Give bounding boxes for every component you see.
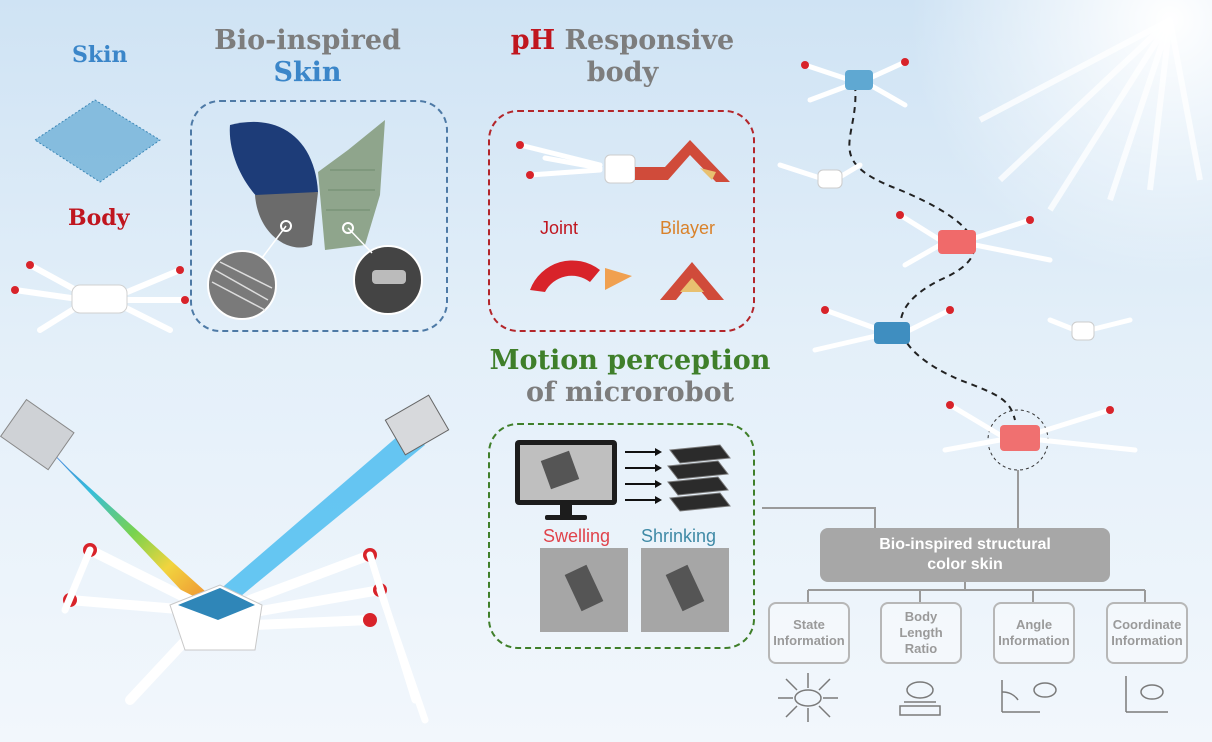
angle-icon xyxy=(1001,680,1057,713)
bilayer-label: Bilayer xyxy=(660,218,716,238)
bio-skin-title-line2: Skin xyxy=(273,57,342,88)
body-label: Body xyxy=(68,205,130,231)
info-item-line2: Information xyxy=(1111,633,1183,648)
info-item-line3: Ratio xyxy=(904,641,938,656)
swelling-label: Swelling xyxy=(543,526,611,546)
ph-title-rest: Responsive xyxy=(555,25,735,56)
motion-title-line1: Motion perception xyxy=(489,345,771,376)
info-item-line1: Body xyxy=(904,609,938,624)
state-arrows-icon xyxy=(778,673,838,722)
info-item-line2: Information xyxy=(998,633,1070,648)
info-tree-root: Bio-inspired structural color skin xyxy=(820,528,1110,582)
info-item-line1: State xyxy=(793,617,825,632)
info-item-line1: Coordinate xyxy=(1112,617,1182,632)
info-item-line1: Angle xyxy=(1015,617,1053,632)
bio-skin-panel xyxy=(190,100,448,332)
ruler-icon xyxy=(899,681,941,716)
shrinking-label: Shrinking xyxy=(641,526,717,546)
motion-panel xyxy=(488,423,755,649)
ph-panel xyxy=(488,110,755,332)
bio-skin-title-line1: Bio-inspired xyxy=(214,25,401,56)
motion-title-line2: of microrobot xyxy=(525,377,735,408)
info-root-line2: color skin xyxy=(927,556,1003,573)
info-root-line1: Bio-inspired structural xyxy=(879,536,1051,553)
info-item-line2: Information xyxy=(773,633,845,648)
info-item-line2: Length xyxy=(899,625,943,640)
coordinate-icon xyxy=(1125,676,1168,713)
skin-label: Skin xyxy=(72,42,128,68)
ph-title-ph: pH xyxy=(510,25,556,56)
ph-title-line2: body xyxy=(586,57,659,88)
joint-label: Joint xyxy=(540,218,579,238)
